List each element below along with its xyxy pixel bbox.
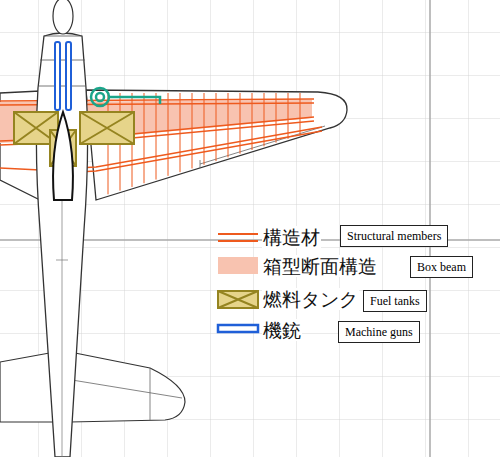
- ribs: [108, 93, 300, 194]
- label-text: Box beam: [417, 259, 466, 275]
- legend-sample-gun: [218, 325, 258, 332]
- wing-cannon: [91, 88, 160, 106]
- label-box: Fuel tanks: [363, 290, 427, 312]
- label-box: Machine guns: [338, 321, 420, 343]
- legend-text: 箱型断面構造: [262, 255, 378, 277]
- label-text: Structural members: [347, 228, 441, 244]
- fuselage-line: [56, 200, 68, 457]
- legend-text: 燃料タンク: [262, 288, 359, 310]
- stabilizer: [0, 352, 55, 422]
- cowling-line: [39, 36, 86, 86]
- machine-guns: [55, 42, 71, 110]
- legend-text: 機銃: [262, 319, 302, 341]
- spinner: [53, 0, 73, 34]
- legend-sample-fuel-tank: [218, 291, 258, 308]
- fuel-tanks: [14, 112, 134, 166]
- label-box: Box beam: [410, 256, 473, 278]
- legend-sample-structural: [218, 234, 258, 241]
- legend-swatch: [218, 257, 258, 274]
- fuselage: [36, 33, 87, 457]
- label-box: Structural members: [340, 225, 448, 247]
- label-text: Fuel tanks: [370, 293, 420, 309]
- canopy: [53, 112, 73, 200]
- stabilizer: [70, 352, 185, 422]
- elevator-line: [72, 368, 182, 420]
- legend-text: 構造材: [262, 226, 321, 248]
- aileron-line: [200, 126, 325, 168]
- label-text: Machine guns: [345, 324, 413, 340]
